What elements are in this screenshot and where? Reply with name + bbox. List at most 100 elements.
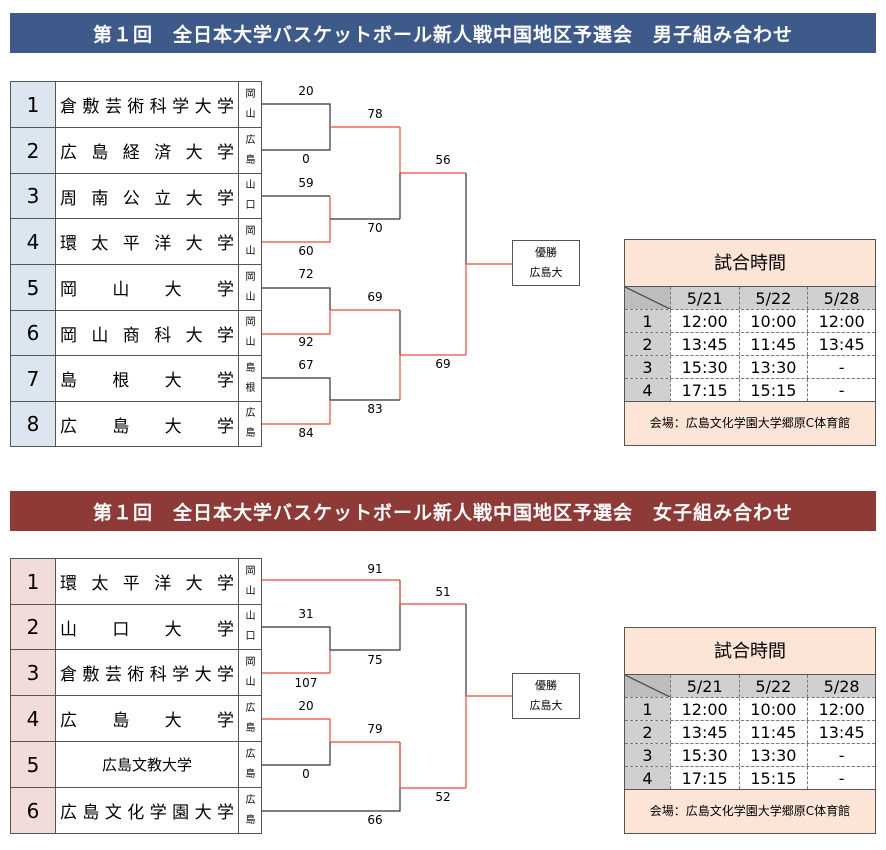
team-row: 5 広島文教大学 広島 — [11, 742, 261, 788]
team-prefecture: 岡山 — [245, 656, 256, 688]
game-time: 13:30 — [738, 744, 808, 766]
game-number: 4 — [625, 379, 670, 401]
team-name: 広島文教大学 — [56, 742, 239, 787]
schedule-grid: 5/21 5/22 5/28 1 12:00 10:00 12:00 2 13:… — [625, 674, 875, 790]
game-number: 1 — [625, 310, 670, 332]
score: 52 — [435, 790, 451, 804]
schedule-grid: 5/21 5/22 5/28 1 12:00 10:00 12:00 2 13:… — [625, 286, 875, 402]
team-row: 4 環太平洋大学 岡山 — [11, 219, 261, 265]
women-champion-box: 優勝 広島大 — [512, 673, 580, 719]
game-time: - — [807, 356, 875, 378]
game-time: - — [807, 379, 875, 401]
score: 20 — [298, 699, 314, 713]
schedule-row: 1 12:00 10:00 12:00 — [625, 309, 875, 332]
men-team-list: 1 倉敷芸術科学大学 岡山 2 広島経済大学 広島 3 周南公立大学 山口 4 … — [10, 81, 262, 447]
team-number: 4 — [11, 696, 56, 741]
game-number: 3 — [625, 744, 670, 766]
team-row: 8 広島大学 広島 — [11, 402, 261, 446]
men-champion-box: 優勝 広島大 — [512, 240, 580, 286]
score: 59 — [298, 176, 314, 190]
schedule-title: 試合時間 — [714, 641, 786, 662]
schedule-row: 4 17:15 15:15 - — [625, 378, 875, 401]
score: 20 — [298, 84, 314, 98]
team-name: 広島経済大学 — [56, 128, 239, 173]
game-time: - — [807, 744, 875, 766]
score: 67 — [298, 358, 314, 372]
team-name: 岡山大学 — [56, 265, 239, 310]
team-row: 1 環太平洋大学 岡山 — [11, 559, 261, 605]
men-title-banner: 第１回 全日本大学バスケットボール新人戦中国地区予選会 男子組み合わせ — [10, 13, 876, 53]
schedule-row: 4 17:15 15:15 - — [625, 766, 875, 789]
score: 66 — [367, 813, 383, 827]
score: 60 — [298, 244, 314, 258]
team-number: 1 — [11, 559, 56, 604]
date-header: 5/21 — [669, 675, 739, 697]
score: 69 — [367, 290, 383, 304]
champion-label: 優勝 — [535, 679, 557, 692]
schedule-title: 試合時間 — [714, 253, 786, 274]
team-prefecture: 広島 — [245, 748, 256, 780]
team-row: 3 倉敷芸術科学大学 岡山 — [11, 650, 261, 696]
date-header: 5/22 — [738, 287, 808, 309]
game-time: 15:15 — [738, 767, 808, 789]
champion-label: 優勝 — [535, 246, 557, 259]
schedule-header-row: 5/21 5/22 5/28 — [625, 675, 875, 697]
team-prefecture: 岡山 — [245, 271, 256, 303]
date-header: 5/28 — [807, 675, 875, 697]
score: 69 — [435, 357, 451, 371]
game-time: 17:15 — [669, 379, 739, 401]
team-row: 7 島根大学 島根 — [11, 356, 261, 402]
game-number: 2 — [625, 333, 670, 355]
team-prefecture: 山口 — [245, 180, 256, 211]
game-time: 10:00 — [738, 310, 808, 332]
team-name: 環太平洋大学 — [56, 559, 239, 604]
schedule-row: 1 12:00 10:00 12:00 — [625, 697, 875, 720]
date-header: 5/22 — [738, 675, 808, 697]
game-time: 13:45 — [669, 721, 739, 743]
team-number: 3 — [11, 174, 56, 218]
team-number: 5 — [11, 265, 56, 310]
game-number: 2 — [625, 721, 670, 743]
game-time: 15:30 — [669, 744, 739, 766]
schedule-header-row: 5/21 5/22 5/28 — [625, 287, 875, 309]
team-prefecture: 広島 — [245, 408, 256, 439]
champion-team: 広島大 — [529, 266, 563, 279]
game-time: 12:00 — [807, 698, 875, 720]
team-prefecture: 広島 — [245, 794, 256, 826]
game-time: 10:00 — [738, 698, 808, 720]
team-name: 広島大学 — [56, 402, 239, 446]
team-name: 岡山商科大学 — [56, 311, 239, 355]
score: 91 — [367, 562, 383, 576]
score: 92 — [298, 335, 314, 349]
team-number: 2 — [11, 128, 56, 173]
score: 31 — [298, 607, 314, 621]
team-number: 6 — [11, 788, 56, 833]
team-row: 6 広島文化学園大学 広島 — [11, 788, 261, 833]
score: 107 — [294, 676, 318, 690]
team-number: 5 — [11, 742, 56, 787]
team-prefecture: 島根 — [245, 362, 256, 394]
team-number: 3 — [11, 650, 56, 695]
score: 75 — [367, 653, 383, 667]
score: 78 — [367, 107, 383, 121]
team-name: 島根大学 — [56, 356, 239, 401]
team-name: 周南公立大学 — [56, 174, 239, 218]
game-time: 12:00 — [807, 310, 875, 332]
score: 0 — [302, 152, 310, 166]
team-number: 6 — [11, 311, 56, 355]
schedule-row: 2 13:45 11:45 13:45 — [625, 720, 875, 743]
game-time: 13:45 — [669, 333, 739, 355]
date-header: 5/21 — [669, 287, 739, 309]
schedule-row: 3 15:30 13:30 - — [625, 743, 875, 766]
score: 51 — [435, 585, 451, 599]
women-schedule-table: 試合時間 5/21 5/22 5/28 1 12:00 10:00 12:00 … — [624, 627, 876, 834]
date-header: 5/28 — [807, 287, 875, 309]
team-prefecture: 山口 — [245, 611, 256, 642]
venue-text: 会場：広島文化学園大学郷原C体育館 — [649, 416, 851, 430]
score: 79 — [367, 722, 383, 736]
team-prefecture: 広島 — [245, 134, 256, 166]
game-time: 13:45 — [807, 333, 875, 355]
diagonal-header-cell — [625, 287, 670, 309]
